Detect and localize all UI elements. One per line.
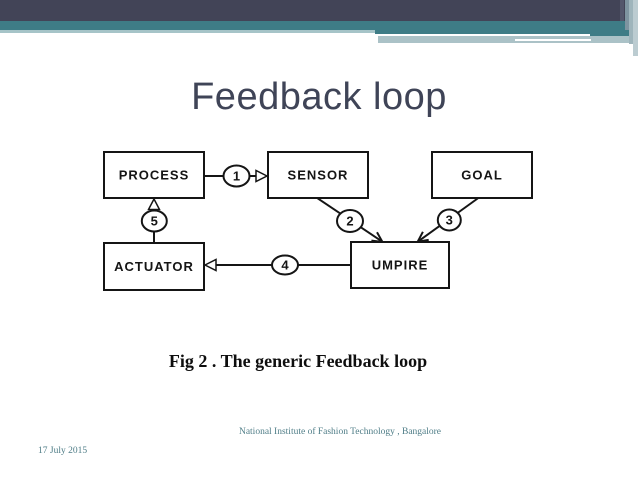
header-dark-bar [0,0,638,21]
header-teal-extension [375,30,638,34]
node-process: PROCESS [103,151,205,199]
arrowhead-to-actuator [203,258,217,272]
node-goal: GOAL [431,151,533,199]
arrowhead-to-process [147,197,161,211]
step-badge-5: 5 [140,209,168,233]
step-badge-2-label: 2 [346,214,353,229]
feedback-loop-diagram: PROCESS SENSOR GOAL ACTUATOR UMPIRE 1 2 [103,151,533,291]
node-sensor-label: SENSOR [288,168,349,183]
footer-date: 17 July 2015 [38,446,88,456]
step-badge-4: 4 [271,254,299,276]
node-goal-label: GOAL [461,168,503,183]
header-teal-join [590,34,638,36]
header-edge-stripe-2 [625,0,629,30]
step-badge-4-label: 4 [281,258,289,273]
node-process-label: PROCESS [119,168,190,183]
step-badge-3-label: 3 [446,213,453,228]
step-badge-1: 1 [222,164,251,188]
figure-caption: Fig 2 . The generic Feedback loop [168,351,428,371]
step-badge-3: 3 [436,208,462,232]
header-pale-band-right [378,36,638,43]
header-pale-stripe [0,30,375,33]
step-badge-5-label: 5 [151,214,158,229]
step-badge-2: 2 [336,209,364,233]
node-sensor: SENSOR [267,151,369,199]
header-white-accent [515,39,591,41]
header-edge-stripe-3 [629,0,633,44]
header-edge-stripe-4 [633,0,638,56]
node-actuator: ACTUATOR [103,242,205,291]
node-umpire-label: UMPIRE [372,258,429,273]
node-actuator-label: ACTUATOR [114,259,194,274]
step-badge-1-label: 1 [233,169,240,184]
arrowhead-to-sensor [255,169,269,183]
node-umpire: UMPIRE [350,241,450,289]
header-edge-stripe-1 [620,0,624,21]
header-teal-stripe [0,21,638,30]
footer-institute: National Institute of Fashion Technology… [238,427,442,437]
slide-title: Feedback loop [191,76,447,118]
